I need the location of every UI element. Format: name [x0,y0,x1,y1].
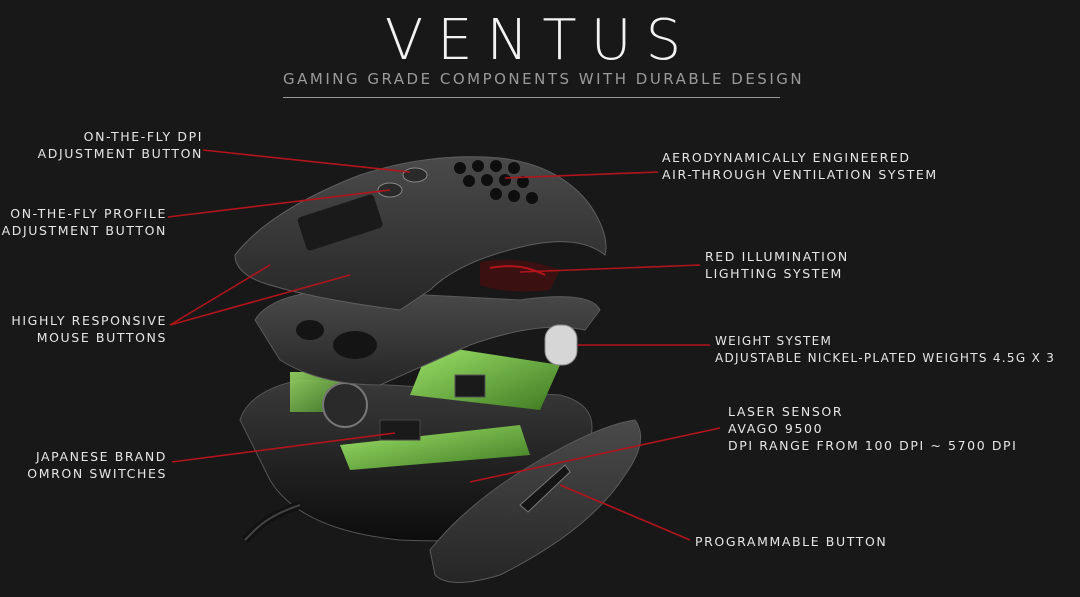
callout-omron-switches: JAPANESE BRAND OMRON SWITCHES [27,448,167,482]
callout-line: AIR-THROUGH VENTILATION SYSTEM [662,167,938,182]
red-illumination-logo [480,259,560,292]
callout-line: OMRON SWITCHES [27,466,167,481]
callout-profile-button: ON-THE-FLY PROFILE ADJUSTMENT BUTTON [2,205,167,239]
chip [454,374,486,398]
callout-illumination: RED ILLUMINATION LIGHTING SYSTEM [705,248,849,282]
callout-weight: WEIGHT SYSTEM ADJUSTABLE NICKEL-PLATED W… [715,333,1055,367]
callout-line: WEIGHT SYSTEM [715,334,833,348]
callout-line: HIGHLY RESPONSIVE [11,313,167,328]
dpi-button-shape [402,167,428,183]
callout-line: ADJUSTABLE NICKEL-PLATED WEIGHTS 4.5G X … [715,351,1056,365]
callout-ventilation: AERODYNAMICALLY ENGINEERED AIR-THROUGH V… [662,149,938,183]
callout-line: ADJUSTMENT BUTTON [37,146,203,161]
page-subtitle: GAMING GRADE COMPONENTS WITH DURABLE DES… [283,70,805,88]
callout-dpi-button: ON-THE-FLY DPI ADJUSTMENT BUTTON [38,128,203,162]
callout-line: AVAGO 9500 [728,421,824,436]
callout-programmable-button: PROGRAMMABLE BUTTON [695,533,887,550]
callout-lines [167,149,721,541]
subtitle-underline [283,97,780,98]
ventilation-holes [454,160,538,204]
callout-mouse-buttons: HIGHLY RESPONSIVE MOUSE BUTTONS [11,312,167,346]
callout-line: JAPANESE BRAND [35,449,167,464]
programmable-button-shape [519,464,571,513]
callout-line: LASER SENSOR [728,404,844,419]
callout-line: PROGRAMMABLE BUTTON [695,534,888,549]
page-title: VENTUS [384,8,696,73]
weight-cylinder [544,324,578,366]
callout-line: ADJUSTMENT BUTTON [1,223,167,238]
callout-line: DPI RANGE FROM 100 DPI ~ 5700 DPI [728,438,1018,453]
callout-line: ON-THE-FLY PROFILE [10,206,167,221]
pcb-board-lower [340,425,530,470]
callout-laser-sensor: LASER SENSOR AVAGO 9500 DPI RANGE FROM 1… [728,403,1017,454]
callout-line: ON-THE-FLY DPI [83,129,203,144]
callout-line: MOUSE BUTTONS [36,330,167,345]
callout-line: RED ILLUMINATION [705,249,849,264]
mouse-cable [242,501,302,543]
scroll-wheel [322,382,368,428]
callout-line: AERODYNAMICALLY ENGINEERED [662,150,911,165]
callout-line: LIGHTING SYSTEM [705,266,843,281]
